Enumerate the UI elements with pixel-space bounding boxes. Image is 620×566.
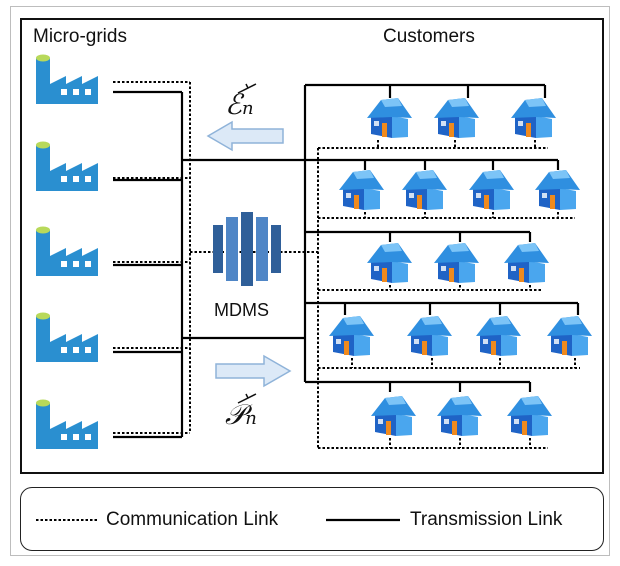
house-icon <box>504 243 549 283</box>
house-icon <box>367 98 412 138</box>
energy-symbol: ℰn <box>225 88 254 121</box>
house-icon <box>547 316 592 356</box>
house-icon <box>511 98 556 138</box>
house-icon <box>434 243 479 283</box>
legend-communication-label: Communication Link <box>106 509 279 530</box>
factory-icon <box>36 226 98 276</box>
price-symbol-subscript: n <box>245 408 257 429</box>
house-icon <box>371 396 416 436</box>
server-stack-icon <box>213 212 281 286</box>
house-icon <box>535 170 580 210</box>
mdms-label: MDMS <box>214 300 269 320</box>
house-icon <box>329 316 374 356</box>
vector-arrow-icon <box>237 83 257 94</box>
price-symbol: 𝒫n <box>225 398 257 432</box>
communication-links <box>113 81 580 449</box>
factory-icon <box>36 54 98 104</box>
diagram-panel <box>20 18 604 474</box>
house-icon <box>437 396 482 436</box>
transmission-links <box>113 83 580 439</box>
house-icon <box>367 243 412 283</box>
energy-symbol-subscript: n <box>241 98 254 119</box>
house-icon <box>407 316 452 356</box>
microgrids-label: Micro-grids <box>33 26 127 47</box>
price-arrow-icon <box>215 354 292 388</box>
factory-icon <box>36 399 98 449</box>
house-icon <box>339 170 384 210</box>
house-icon <box>507 396 552 436</box>
figure-frame <box>10 6 610 556</box>
factory-icon <box>36 312 98 362</box>
customers-label: Customers <box>383 26 475 47</box>
house-icon <box>434 98 479 138</box>
price-symbol-main: 𝒫 <box>225 398 246 431</box>
legend-panel <box>20 487 604 551</box>
energy-arrow-icon <box>206 120 284 152</box>
house-icon <box>402 170 447 210</box>
factory-icon <box>36 141 98 191</box>
house-icon <box>476 316 521 356</box>
legend-transmission-label: Transmission Link <box>410 509 563 530</box>
house-icon <box>469 170 514 210</box>
energy-symbol-main: ℰ <box>225 88 242 121</box>
vector-arrow-icon <box>237 393 257 404</box>
